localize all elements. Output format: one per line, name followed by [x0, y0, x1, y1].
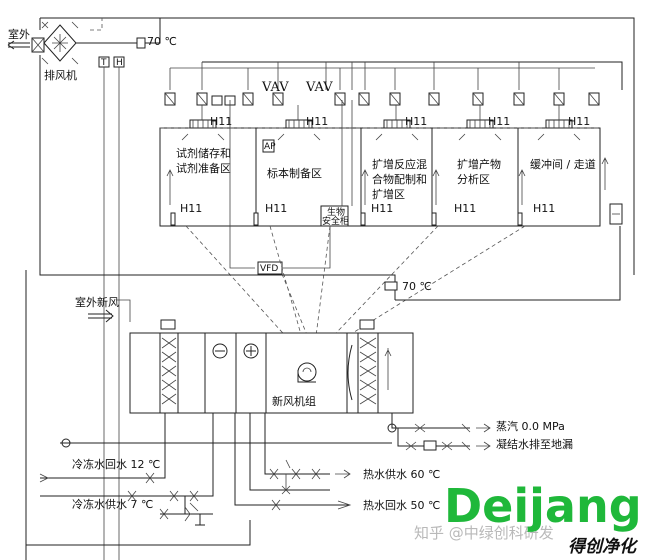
svg-text:AP: AP [264, 142, 276, 152]
room2-h11-bottom: H11 [265, 202, 287, 215]
room4-name-line2: 分析区 [457, 172, 490, 186]
room4-name-line1: 扩增产物 [457, 157, 501, 171]
temp-valve-top [136, 37, 146, 49]
script-watermark: 得创净化 [568, 537, 639, 557]
room3-h11-bottom: H11 [371, 202, 393, 215]
ahu-label: 新风机组 [272, 394, 316, 408]
room5-name: 缓冲间 / 走道 [530, 157, 596, 171]
zhihu-watermark: 知乎 @中绿创科研发 [414, 524, 554, 542]
prefilter [161, 337, 177, 405]
room3-h11-top: H11 [405, 115, 427, 128]
chw-return-pipe [40, 413, 166, 479]
room3-name-line3: 扩增区 [372, 187, 405, 201]
outdoor-exhaust-arrow [7, 40, 30, 50]
steam-label: 蒸汽 0.0 MPa [496, 419, 565, 433]
fresh-air-path: 70 ℃ 室外新风 [25, 55, 621, 560]
room1-h11-bottom: H11 [180, 202, 202, 215]
ap-sensor [262, 139, 275, 153]
room2-name: 标本制备区 [267, 166, 322, 180]
fresh-air-handling-unit: 新风机组 [129, 332, 414, 414]
chw-supply-label: 冷冻水供水 7 ℃ [72, 497, 153, 511]
control-signal-lines: VFD [185, 100, 526, 353]
bio-cabinet-label-1: 生物 [327, 206, 345, 218]
fresh-air-arrow [88, 309, 114, 323]
outdoor-fresh-air-label: 室外新风 [75, 295, 119, 309]
exhaust-fan-body [43, 24, 77, 62]
room1-h11-top: H11 [210, 115, 232, 128]
room4-h11-bottom: H11 [454, 202, 476, 215]
condensate-label: 凝结水排至地漏 [496, 437, 573, 451]
piping: 蒸汽 0.0 MPa 凝结水排至地漏 冷冻水回水 12 ℃ 冷冻水供水 7 ℃ … [26, 413, 573, 546]
vfd-label: VFD [260, 264, 278, 274]
final-filter [359, 337, 377, 405]
deijang-logo: Deijang [444, 479, 642, 533]
room-block-outline [159, 127, 601, 227]
temp-top-label: 70 ℃ [147, 35, 177, 48]
bio-cabinet-label-2: 安全柜 [322, 215, 349, 227]
hw-return-label: 热水回水 50 ℃ [363, 499, 440, 512]
return-grilles [170, 212, 523, 226]
exhaust-fan-assembly: 室外 排风机 70 ℃ T H [7, 17, 635, 560]
temp-valve-mid [384, 281, 398, 291]
exhaust-main-duct [39, 17, 635, 275]
room1-name-line2: 试剂准备区 [176, 161, 231, 175]
outdoor-exhaust-label: 室外 [8, 27, 30, 41]
bio-safety-cabinet [320, 205, 349, 227]
chw-return-label: 冷冻水回水 12 ℃ [72, 457, 160, 471]
cooling-coil-symbol [212, 343, 228, 359]
diffusers [181, 105, 581, 141]
condensate-pipe [397, 428, 470, 447]
exhaust-branch-ducts [169, 61, 623, 90]
hw-supply-pipe [264, 413, 330, 475]
watermarks: 知乎 @中绿创科研发 Deijang 得创净化 [414, 479, 642, 557]
svg-text:T: T [100, 58, 107, 68]
room4-h11-top: H11 [488, 115, 510, 128]
room2-h11-top: H11 [306, 115, 328, 128]
vav-label-1: VAV [261, 80, 289, 95]
room3-name-line2: 合物配制和 [372, 172, 427, 186]
room5-h11-bottom: H11 [533, 202, 555, 215]
room5-h11-top: H11 [568, 115, 590, 128]
lab-rooms: H11 H11 H11 H11 H11 试剂储存和 试剂准备区 标本制备区 扩增… [159, 105, 623, 227]
svg-text:H: H [116, 58, 123, 68]
heating-coil-symbol [243, 343, 259, 359]
exhaust-fan-label: 排风机 [44, 68, 77, 82]
hw-return-pipe [234, 413, 350, 506]
chw-supply-pipe [40, 413, 214, 497]
hw-supply-label: 热水供水 60 ℃ [363, 467, 440, 481]
room3-name-line1: 扩增反应混 [372, 157, 427, 171]
vav-label-2: VAV [305, 80, 333, 95]
ahu-casing [129, 332, 414, 414]
steam-pipe [391, 413, 470, 429]
room1-name-line1: 试剂储存和 [176, 146, 231, 160]
temp-mid-label: 70 ℃ [402, 280, 432, 293]
